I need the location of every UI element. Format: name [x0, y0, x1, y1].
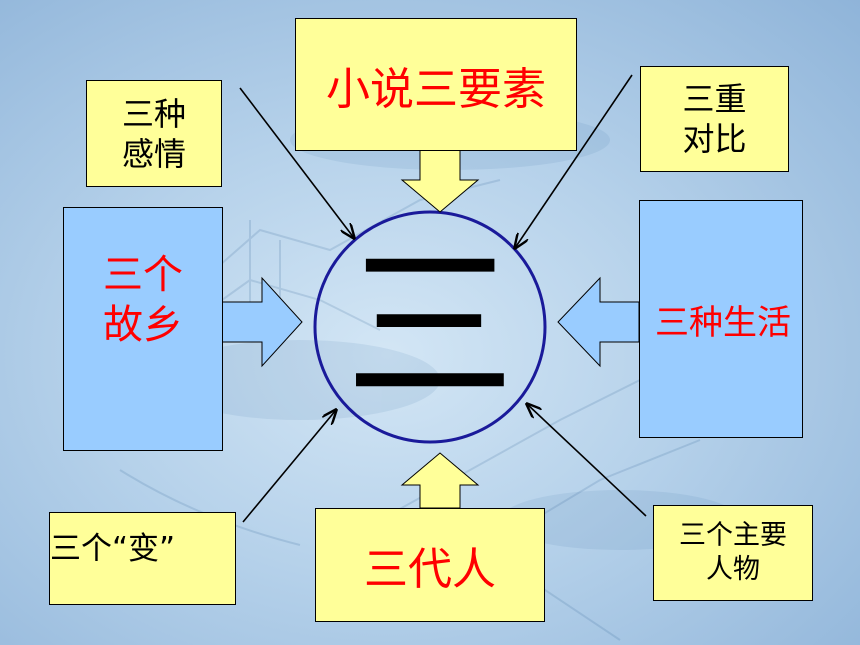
- node-three-changes-label: 三个“变”: [50, 531, 176, 567]
- node-three-generations-label: 三代人: [364, 544, 496, 595]
- node-triple-contrast-line-1: 三重: [682, 80, 747, 118]
- arrow-bottom-left: [242, 410, 336, 523]
- node-top-label: 小说三要素: [326, 63, 546, 115]
- arrow-right: [557, 276, 640, 368]
- arrow-top: [400, 149, 480, 213]
- arrow-top-right: [515, 74, 633, 248]
- arrow-left: [221, 276, 303, 368]
- arrow-top-left: [239, 87, 354, 238]
- node-three-feelings-line-2: 感情: [121, 134, 186, 173]
- node-three-changes: 三个“变”: [49, 512, 236, 605]
- arrow-bottom: [400, 452, 480, 509]
- node-three-lives: 三种生活: [639, 200, 803, 438]
- node-three-feelings-line-1: 三种: [121, 94, 186, 133]
- node-three-main-characters-line-2: 人物: [706, 554, 760, 585]
- center-character: 三: [344, 228, 515, 426]
- node-three-main-characters-line-1: 三个主要: [679, 520, 787, 552]
- node-three-hometowns-line-1: 三个: [103, 252, 183, 298]
- node-three-main-characters: 三个主要 人物: [653, 505, 813, 601]
- node-top-novel-elements: 小说三要素: [295, 18, 577, 151]
- center-circle: [313, 210, 547, 444]
- node-triple-contrast-line-2: 对比: [682, 120, 747, 158]
- node-three-feelings: 三种 感情: [86, 80, 222, 187]
- node-three-hometowns-line-2: 故乡: [103, 302, 183, 348]
- node-three-hometowns: 三个 故乡: [63, 207, 223, 451]
- node-three-lives-label: 三种生活: [655, 302, 791, 343]
- node-triple-contrast: 三重 对比: [640, 66, 789, 172]
- node-three-generations: 三代人: [315, 508, 545, 622]
- arrow-bottom-right: [527, 404, 647, 517]
